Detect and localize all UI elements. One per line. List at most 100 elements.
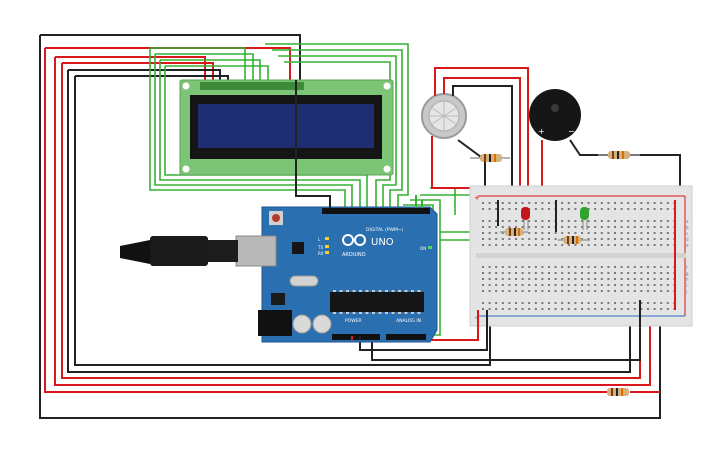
breadboard-hole[interactable] — [653, 272, 656, 274]
breadboard-hole[interactable] — [495, 278, 498, 280]
resistor-bottom[interactable] — [607, 388, 629, 396]
breadboard-hole[interactable] — [627, 290, 630, 292]
breadboard-hole[interactable] — [614, 272, 616, 274]
breadboard-hole[interactable] — [528, 244, 531, 246]
breadboard-hole[interactable] — [495, 308, 498, 310]
breadboard-hole[interactable] — [607, 272, 610, 274]
breadboard-hole[interactable] — [501, 302, 504, 304]
breadboard-hole[interactable] — [607, 308, 610, 310]
breadboard-hole[interactable] — [561, 208, 564, 210]
breadboard-hole[interactable] — [482, 220, 484, 222]
breadboard-hole[interactable] — [521, 238, 524, 240]
breadboard-hole[interactable] — [574, 272, 577, 274]
breadboard-hole[interactable] — [620, 308, 623, 310]
breadboard-hole[interactable] — [600, 290, 603, 292]
breadboard-hole[interactable] — [541, 238, 544, 240]
breadboard-hole[interactable] — [528, 278, 531, 280]
breadboard-hole[interactable] — [488, 220, 491, 222]
breadboard-hole[interactable] — [633, 272, 636, 274]
breadboard-hole[interactable] — [666, 226, 669, 228]
breadboard-hole[interactable] — [627, 302, 630, 304]
breadboard-hole[interactable] — [541, 284, 544, 286]
breadboard-hole[interactable] — [660, 272, 663, 274]
breadboard-hole[interactable] — [614, 302, 616, 304]
breadboard-hole[interactable] — [488, 278, 491, 280]
breadboard-hole[interactable] — [561, 244, 564, 246]
breadboard-hole[interactable] — [541, 226, 544, 228]
breadboard-hole[interactable] — [508, 308, 511, 310]
breadboard-hole[interactable] — [653, 308, 656, 310]
breadboard-hole[interactable] — [488, 284, 491, 286]
breadboard-hole[interactable] — [488, 202, 491, 204]
breadboard-hole[interactable] — [548, 226, 550, 228]
breadboard-hole[interactable] — [574, 208, 577, 210]
breadboard-hole[interactable] — [495, 220, 498, 222]
breadboard-hole[interactable] — [515, 272, 517, 274]
breadboard-hole[interactable] — [587, 232, 590, 234]
breadboard-hole[interactable] — [521, 308, 524, 310]
breadboard-hole[interactable] — [488, 226, 491, 228]
breadboard-hole[interactable] — [548, 244, 550, 246]
breadboard-hole[interactable] — [508, 208, 511, 210]
breadboard-hole[interactable] — [614, 208, 616, 210]
breadboard-hole[interactable] — [647, 272, 649, 274]
breadboard-hole[interactable] — [501, 238, 504, 240]
breadboard-hole[interactable] — [488, 290, 491, 292]
breadboard-hole[interactable] — [594, 278, 597, 280]
breadboard-hole[interactable] — [495, 226, 498, 228]
breadboard-hole[interactable] — [633, 278, 636, 280]
breadboard-hole[interactable] — [508, 266, 511, 268]
breadboard-hole[interactable] — [666, 266, 669, 268]
breadboard-hole[interactable] — [501, 202, 504, 204]
breadboard-hole[interactable] — [627, 266, 630, 268]
breadboard-hole[interactable] — [600, 308, 603, 310]
breadboard-hole[interactable] — [574, 308, 577, 310]
breadboard-hole[interactable] — [653, 220, 656, 222]
breadboard-hole[interactable] — [666, 202, 669, 204]
breadboard-hole[interactable] — [633, 220, 636, 222]
breadboard-hole[interactable] — [620, 226, 623, 228]
breadboard-hole[interactable] — [633, 266, 636, 268]
breadboard-hole[interactable] — [541, 244, 544, 246]
breadboard-hole[interactable] — [528, 220, 531, 222]
breadboard-hole[interactable] — [561, 302, 564, 304]
breadboard-hole[interactable] — [587, 290, 590, 292]
breadboard-hole[interactable] — [515, 278, 517, 280]
wire-red-outer-1[interactable] — [45, 47, 291, 82]
breadboard-hole[interactable] — [574, 302, 577, 304]
breadboard-hole[interactable] — [482, 272, 484, 274]
breadboard-hole[interactable] — [548, 278, 550, 280]
breadboard-hole[interactable] — [620, 266, 623, 268]
breadboard-hole[interactable] — [587, 308, 590, 310]
breadboard-hole[interactable] — [653, 266, 656, 268]
breadboard-hole[interactable] — [528, 266, 531, 268]
breadboard-hole[interactable] — [614, 284, 616, 286]
breadboard-hole[interactable] — [627, 220, 630, 222]
breadboard-hole[interactable] — [620, 208, 623, 210]
breadboard-hole[interactable] — [627, 278, 630, 280]
breadboard-hole[interactable] — [561, 284, 564, 286]
breadboard-hole[interactable] — [581, 232, 583, 234]
breadboard-hole[interactable] — [488, 272, 491, 274]
breadboard-hole[interactable] — [508, 302, 511, 304]
breadboard-hole[interactable] — [607, 208, 610, 210]
breadboard-hole[interactable] — [561, 238, 564, 240]
breadboard-hole[interactable] — [548, 208, 550, 210]
breadboard-hole[interactable] — [660, 232, 663, 234]
breadboard-hole[interactable] — [488, 302, 491, 304]
breadboard-hole[interactable] — [534, 302, 537, 304]
breadboard-hole[interactable] — [647, 278, 649, 280]
breadboard-hole[interactable] — [554, 278, 557, 280]
breadboard-hole[interactable] — [521, 272, 524, 274]
breadboard-hole[interactable] — [633, 202, 636, 204]
breadboard-hole[interactable] — [614, 290, 616, 292]
breadboard-hole[interactable] — [508, 202, 511, 204]
breadboard-hole[interactable] — [600, 220, 603, 222]
breadboard-hole[interactable] — [482, 278, 484, 280]
breadboard-hole[interactable] — [515, 302, 517, 304]
breadboard-hole[interactable] — [653, 302, 656, 304]
breadboard-hole[interactable] — [541, 220, 544, 222]
breadboard-hole[interactable] — [561, 272, 564, 274]
breadboard-hole[interactable] — [607, 238, 610, 240]
breadboard-hole[interactable] — [501, 220, 504, 222]
